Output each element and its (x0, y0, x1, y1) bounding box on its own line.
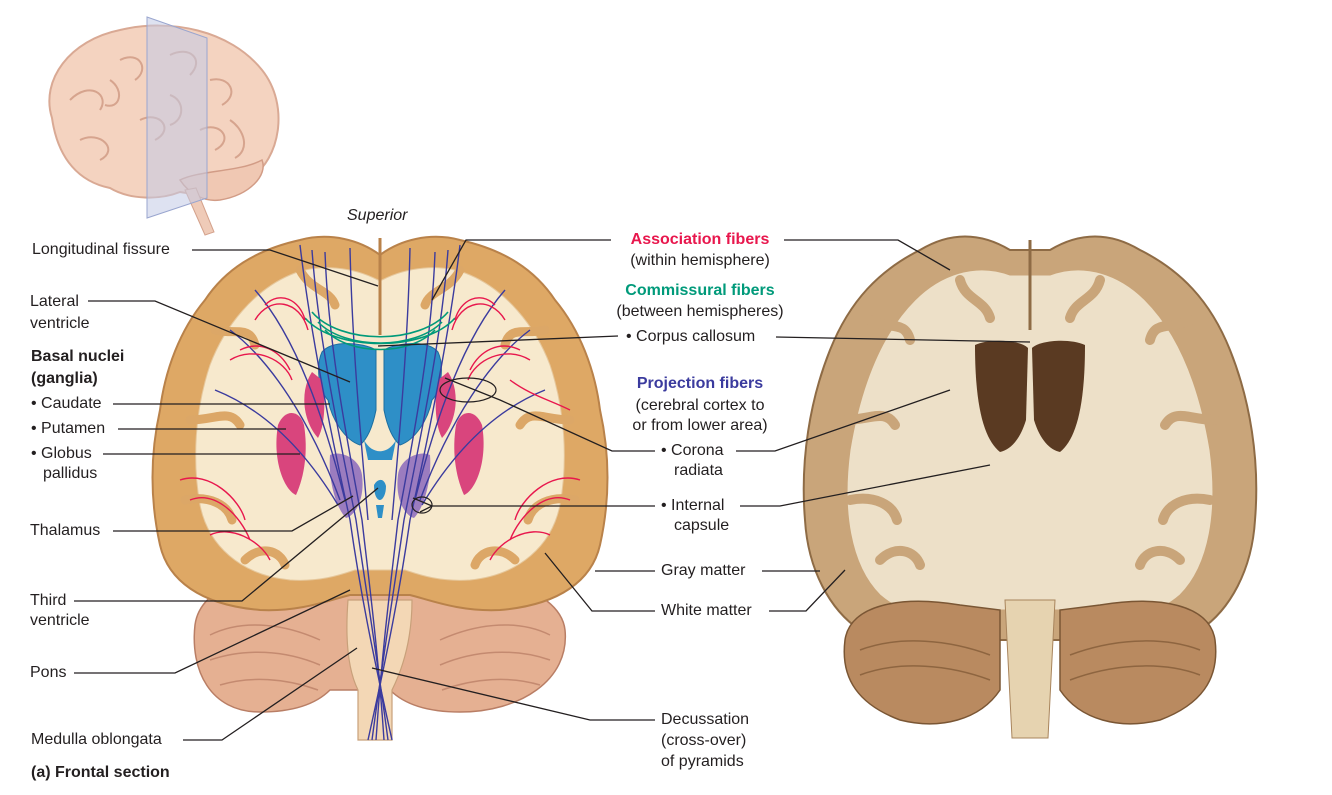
label-projection-sub1: (cerebral cortex to (635, 397, 765, 414)
label-lateral-ventricle-line1: Lateral (30, 293, 79, 310)
right-putamen (454, 412, 484, 495)
label-commissural-fibers: Commissural fibers (625, 282, 775, 299)
leader-lines (74, 239, 1031, 741)
label-caudate: • Caudate (31, 395, 102, 412)
label-decussation-line1: Decussation (661, 711, 750, 728)
label-basal-nuclei-line2: (ganglia) (31, 370, 98, 387)
orientation-brain-icon (48, 16, 280, 236)
label-basal-nuclei-line1: Basal nuclei (31, 348, 125, 365)
label-commissural-sub: (between hemispheres) (616, 303, 784, 320)
label-association-fibers: Association fibers (630, 231, 770, 248)
label-corpus-callosum: • Corpus callosum (626, 328, 756, 345)
label-lateral-ventricle-line2: ventricle (30, 315, 90, 332)
orientation-label: Superior (347, 207, 408, 224)
label-internal-capsule-line1: • Internal (661, 497, 725, 514)
label-decussation-line3: of pyramids (661, 753, 744, 770)
figure-caption: (a) Frontal section (31, 764, 170, 781)
label-putamen: • Putamen (31, 420, 106, 437)
label-projection-fibers: Projection fibers (636, 375, 764, 392)
frontal-section-illustration (151, 235, 609, 741)
label-corona-line1: • Corona (661, 442, 724, 459)
label-globus-line1: • Globus (31, 445, 92, 462)
label-thalamus: Thalamus (30, 522, 101, 539)
frontal-section-photo (802, 235, 1258, 739)
left-thalamus (329, 453, 363, 518)
label-internal-capsule-line2: capsule (674, 517, 730, 534)
left-caudate (304, 372, 325, 438)
label-association-sub: (within hemisphere) (630, 252, 770, 269)
label-medulla-oblongata: Medulla oblongata (31, 731, 162, 748)
label-decussation-line2: (cross-over) (661, 732, 747, 749)
label-gray-matter: Gray matter (661, 562, 746, 579)
label-third-ventricle-line1: Third (30, 592, 67, 609)
label-globus-line2: pallidus (43, 465, 98, 482)
commissural-fibers (304, 311, 456, 351)
label-pons: Pons (30, 664, 67, 681)
label-white-matter: White matter (661, 602, 752, 619)
label-longitudinal-fissure: Longitudinal fissure (32, 241, 170, 258)
label-third-ventricle-line2: ventricle (30, 612, 90, 629)
association-fibers (179, 297, 581, 561)
label-projection-sub2: or from lower area) (632, 417, 768, 434)
label-corona-line2: radiata (674, 462, 723, 479)
